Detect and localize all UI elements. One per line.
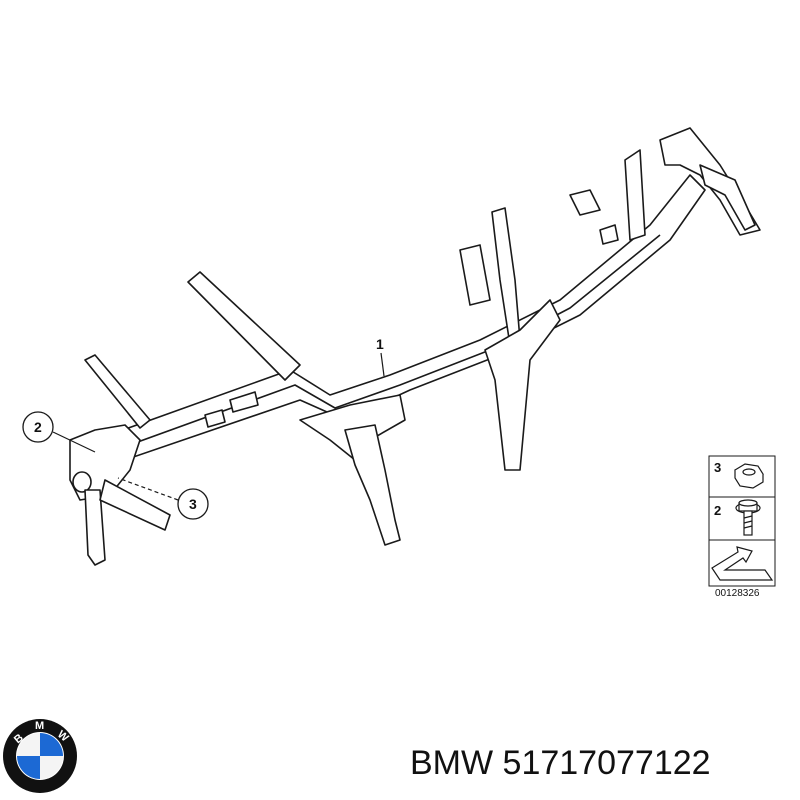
legend-bolt-label: 2 xyxy=(714,503,721,518)
callout-1: 1 xyxy=(376,336,385,377)
part-number: 51717077122 xyxy=(502,744,711,782)
cross-car-beam xyxy=(69,127,761,566)
left-end-hole xyxy=(72,471,92,493)
left-cross-piece xyxy=(84,354,151,429)
callout-3: 3 xyxy=(117,477,209,520)
callout-2-label: 2 xyxy=(34,419,42,435)
callout-3-circle xyxy=(177,488,209,520)
hex-nut-icon xyxy=(734,463,764,489)
beam-tab xyxy=(599,224,619,245)
callout-2-circle xyxy=(22,411,54,443)
center-top-plate xyxy=(459,244,491,306)
legend-nut-label: 3 xyxy=(714,460,721,475)
logo-blue-quadrant xyxy=(40,733,63,756)
left-lower-strut xyxy=(99,479,171,531)
reference-arrow-icon xyxy=(711,546,774,581)
center-down-leg xyxy=(344,424,401,546)
beam-tab xyxy=(204,409,226,428)
beam-tube-highlight xyxy=(109,234,661,453)
callout-2: 2 xyxy=(22,411,96,453)
upper-right-bracket xyxy=(624,149,646,241)
leader-line xyxy=(117,477,179,501)
logo-white-quadrant xyxy=(40,756,63,779)
center-support-leg xyxy=(484,299,561,471)
left-diagonal-strut xyxy=(187,271,301,381)
logo-letter-m: M xyxy=(35,720,44,732)
logo-blue-quadrant xyxy=(17,756,40,779)
leader-line xyxy=(380,352,385,377)
callout-3-label: 3 xyxy=(189,496,197,512)
bolt-icon xyxy=(735,499,761,536)
fastener-legend: 3 2 00128326 xyxy=(708,455,776,599)
brand-name: BMW xyxy=(410,744,494,782)
diagram-code: 00128326 xyxy=(715,588,760,599)
leader-line xyxy=(52,431,96,453)
left-vertical-leg xyxy=(84,489,106,566)
callout-1-label: 1 xyxy=(376,336,384,352)
logo-white-quadrant xyxy=(17,733,40,756)
right-end-plate xyxy=(699,164,756,231)
center-vertical-bracket xyxy=(491,207,521,346)
bmw-logo: B M W xyxy=(3,719,77,793)
beam-tab xyxy=(229,391,259,413)
column-support-bracket xyxy=(299,394,406,461)
mid-top-bracket xyxy=(569,189,601,216)
part-caption: BMW 51717077122 xyxy=(410,738,795,788)
